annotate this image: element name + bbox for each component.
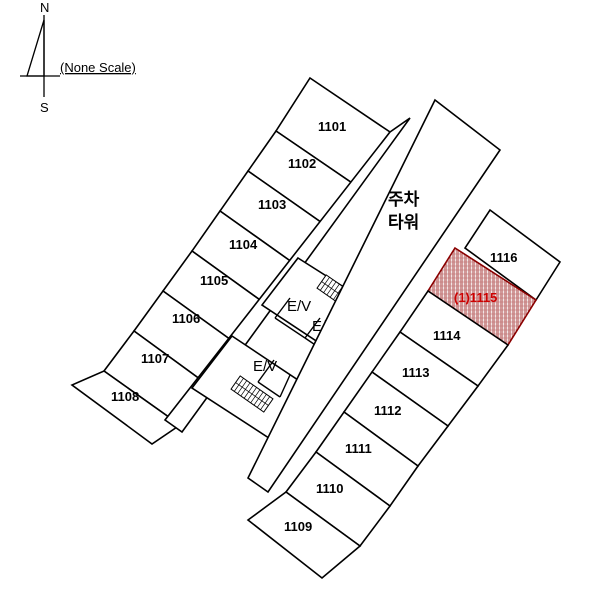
label-1102: 1102 [288, 156, 316, 171]
compass-south-label: S [40, 100, 49, 115]
label-1111: 1111 [345, 441, 372, 456]
label-1107: 1107 [141, 351, 169, 366]
label-1106: 1106 [172, 311, 200, 326]
label-1105: 1105 [200, 273, 228, 288]
unit-1109[interactable] [246, 491, 362, 580]
tower-label-line2: 타워 [388, 213, 419, 233]
label-1112: 1112 [374, 403, 402, 418]
label-1109: 1109 [284, 519, 312, 534]
tower-label-line1: 주차 [388, 190, 420, 210]
elevator-label-1: E/V [287, 298, 311, 315]
unit-1108[interactable] [70, 370, 182, 445]
elevator-label-3: E/V [253, 358, 277, 375]
right-wing [246, 208, 562, 580]
label-1115: (1)1115 [454, 290, 497, 305]
stair-icon-lower [230, 375, 274, 413]
label-1103: 1103 [258, 197, 286, 212]
label-1104: 1104 [229, 237, 258, 252]
label-1114: 1114 [433, 328, 461, 343]
label-1110: 1110 [316, 481, 344, 496]
label-1113: 1113 [402, 365, 430, 380]
compass: N S [20, 0, 60, 115]
scale-note: (None Scale) [60, 60, 136, 75]
compass-north-label: N [40, 0, 49, 15]
parking-tower [246, 98, 502, 494]
label-1116: 1116 [490, 250, 518, 265]
unit-labels: 1101 1102 1103 1104 1105 1106 1107 1108 … [111, 119, 518, 534]
label-1108: 1108 [111, 389, 139, 404]
label-1101: 1101 [318, 119, 346, 134]
